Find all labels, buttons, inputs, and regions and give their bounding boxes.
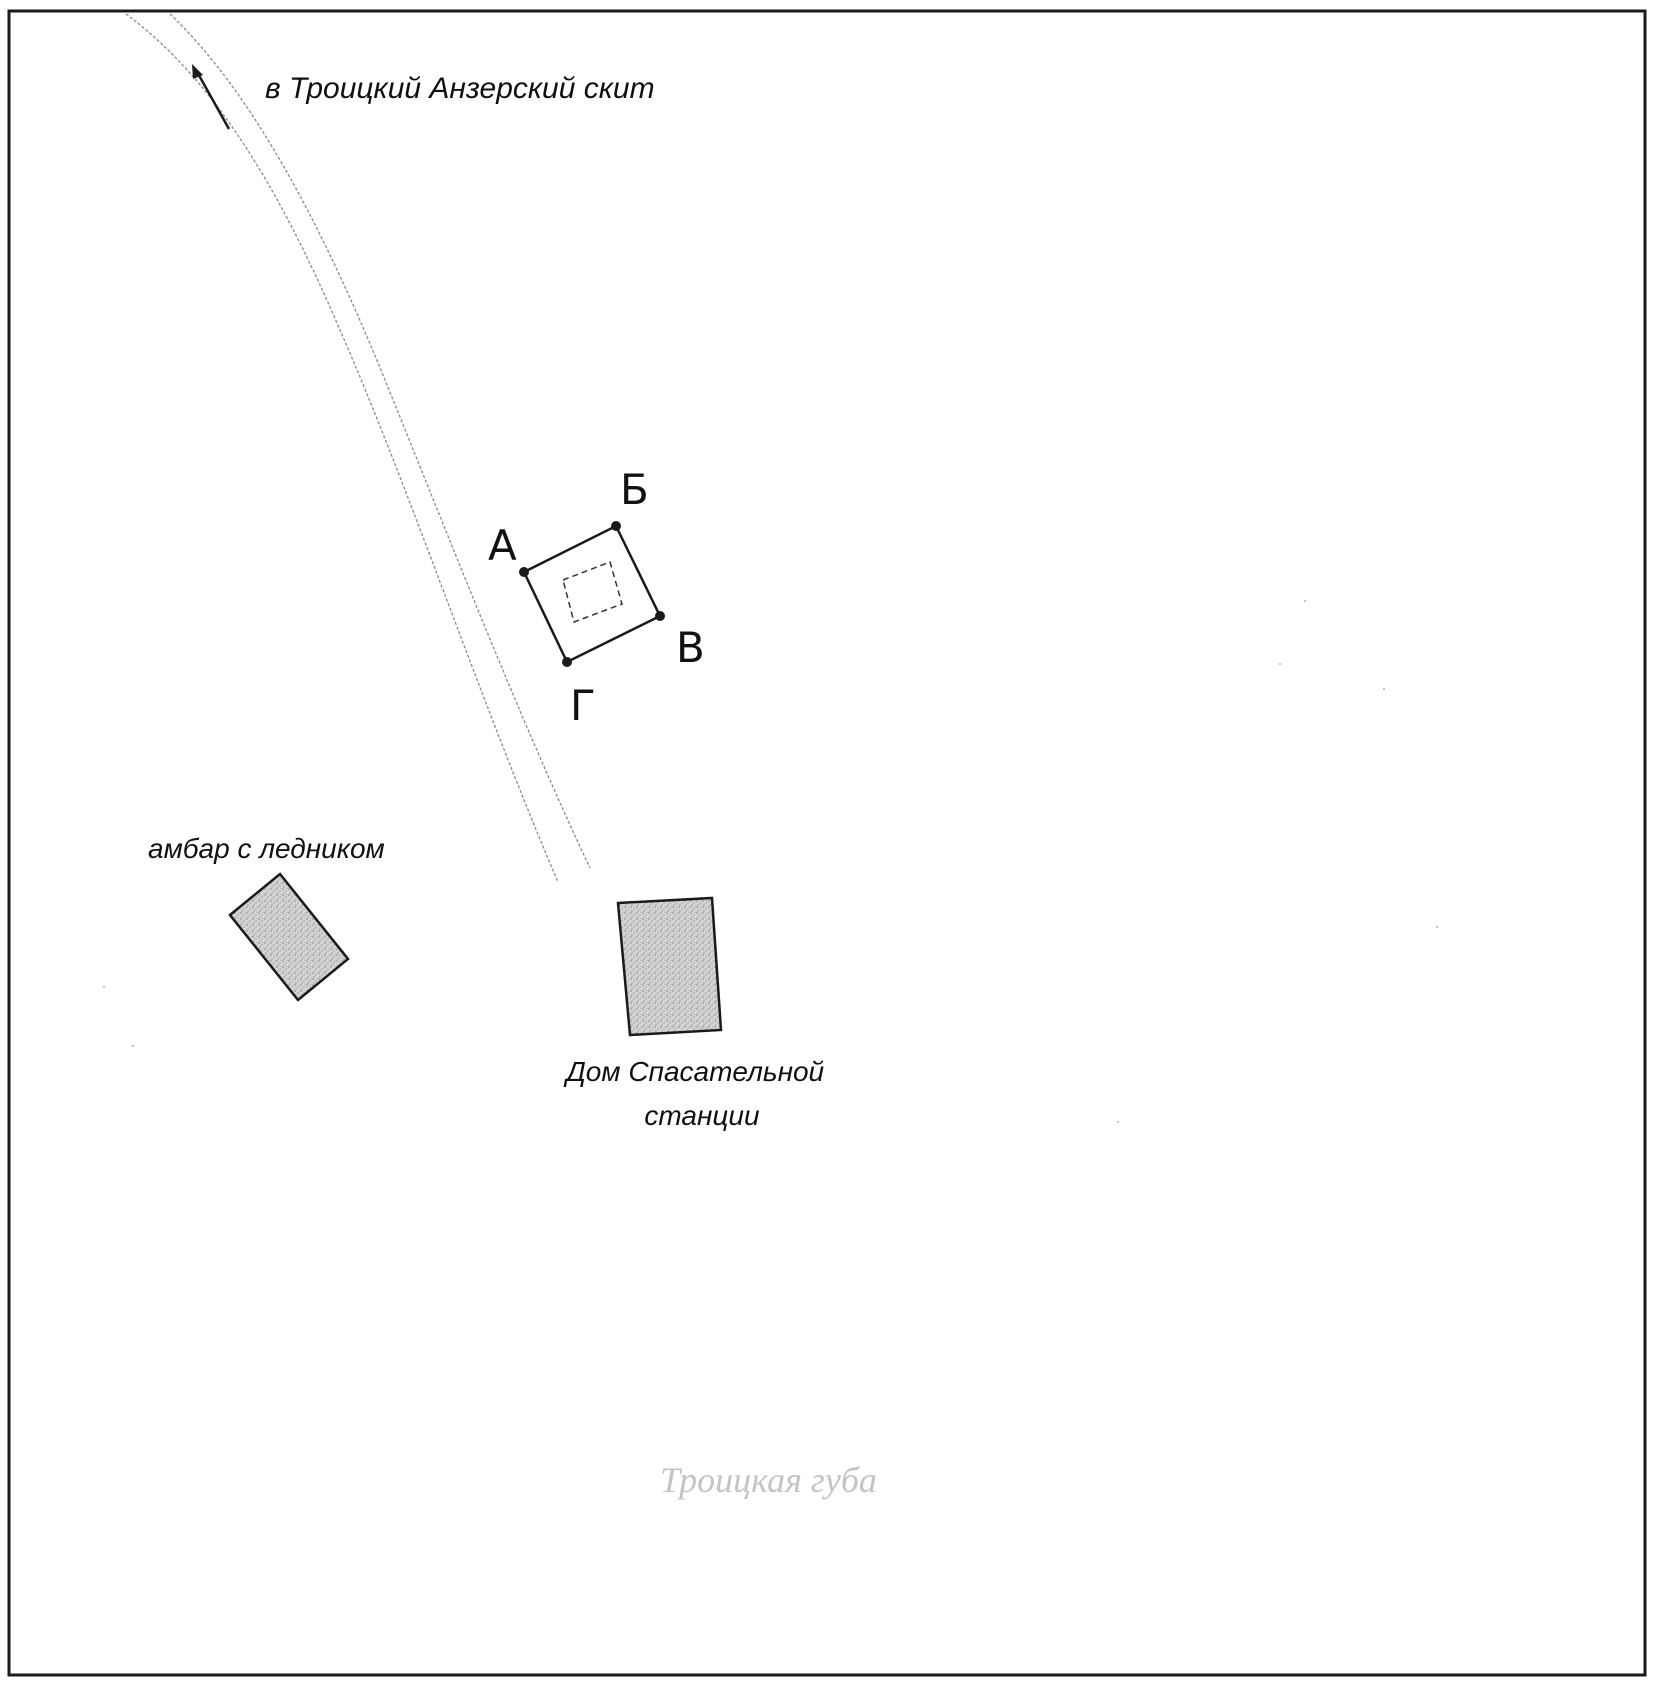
rescue-station-label-line-1: Дом Спасательной bbox=[563, 1056, 824, 1087]
building-icon bbox=[228, 872, 350, 1002]
corner-point-g bbox=[562, 657, 572, 667]
corner-label-g: Г bbox=[570, 681, 596, 730]
corner-label-b: Б bbox=[620, 465, 649, 514]
road-direction-label: в Троицкий Анзерский скит bbox=[265, 72, 655, 105]
rescue-station-label-line-2: станции bbox=[644, 1100, 760, 1131]
corner-point-v bbox=[655, 611, 665, 621]
plot-boundary bbox=[522, 524, 662, 664]
road-edge-right bbox=[169, 13, 591, 869]
bay-label: Троицкая губа bbox=[660, 1460, 877, 1500]
plot-inner-outline bbox=[562, 561, 623, 623]
map-frame bbox=[7, 9, 1647, 1677]
corner-point-a bbox=[519, 567, 529, 577]
barn-building: амбар с ледником bbox=[148, 833, 385, 1002]
rescue-station-label: Дом Спасательной станции bbox=[563, 1056, 832, 1131]
road-edge-left bbox=[125, 13, 559, 883]
road bbox=[125, 13, 591, 883]
corner-label-v: В bbox=[676, 623, 705, 672]
building-icon bbox=[616, 896, 723, 1037]
arrow-up-left-icon bbox=[192, 64, 231, 130]
barn-label: амбар с ледником bbox=[148, 833, 385, 864]
corner-label-a: А bbox=[488, 521, 517, 570]
corner-point-b bbox=[611, 521, 621, 531]
rescue-station-building: Дом Спасательной станции bbox=[563, 896, 832, 1131]
survey-plot: А Б В Г bbox=[488, 465, 705, 730]
paper-specks bbox=[103, 600, 1438, 1123]
